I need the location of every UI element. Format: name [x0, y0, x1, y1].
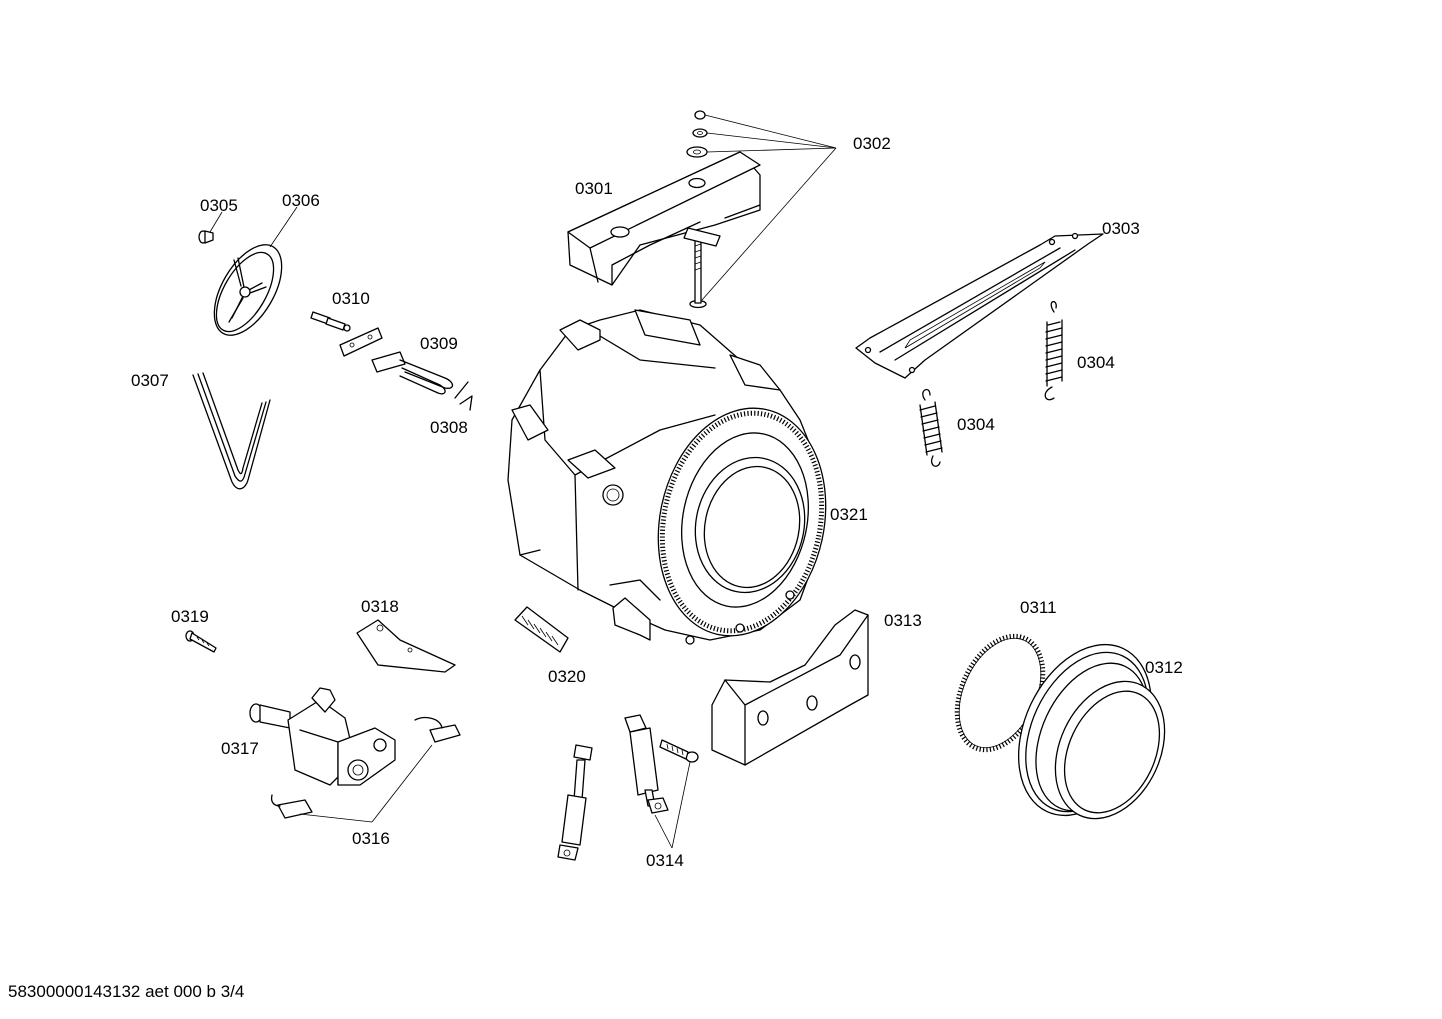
leader-lines-0316	[299, 744, 433, 823]
part-labels: 0301 0302 0303 0304 0304 0305 0306 0307 …	[131, 134, 1183, 870]
label-0308: 0308	[430, 418, 468, 437]
label-0318: 0318	[361, 597, 399, 616]
part-0321-tub-front-ring	[657, 407, 827, 645]
label-0316: 0316	[352, 829, 390, 848]
part-0309-heater-element	[371, 351, 454, 395]
label-0309: 0309	[420, 334, 458, 353]
label-0306: 0306	[282, 191, 320, 210]
leader-lines-0302	[701, 114, 837, 301]
part-0307-belt	[192, 372, 271, 490]
leader-lines-0305-0306	[209, 206, 298, 248]
label-0304-right: 0304	[1077, 353, 1115, 372]
label-0307: 0307	[131, 371, 169, 390]
part-0318-plate	[356, 619, 456, 673]
label-0304-left: 0304	[957, 415, 995, 434]
part-0312-door-seal	[1017, 643, 1166, 820]
label-0314: 0314	[646, 851, 684, 870]
part-0314-shock-left	[557, 744, 593, 861]
label-0311: 0311	[1020, 598, 1057, 617]
part-0316-connector-left	[270, 794, 313, 819]
part-0314-shock-right	[624, 714, 669, 814]
part-0314-screw	[659, 739, 699, 763]
part-0306-pulley	[213, 244, 283, 336]
part-0319-screw	[185, 630, 217, 653]
label-0302: 0302	[853, 134, 891, 153]
document-footer-code: 58300000143132 aet 000 b 3/4	[8, 982, 245, 1001]
label-0312: 0312	[1145, 658, 1183, 677]
label-0313: 0313	[884, 611, 922, 630]
label-0317: 0317	[221, 739, 259, 758]
part-0305-screw	[198, 230, 214, 244]
label-0301: 0301	[575, 179, 613, 198]
part-0304-spring-left	[919, 388, 943, 467]
part-0317-pump	[249, 687, 396, 786]
part-0313-front-weight	[711, 609, 869, 766]
part-0309-heater-bracket	[339, 327, 383, 357]
part-0308-clip	[454, 381, 473, 411]
part-0303-crossbar	[855, 232, 1104, 379]
label-0303: 0303	[1102, 219, 1140, 238]
part-0310-sensor	[310, 311, 351, 332]
label-0321: 0321	[830, 505, 868, 524]
part-0301-top-weight	[567, 151, 761, 286]
part-0304-spring-right	[1044, 301, 1063, 401]
label-0310: 0310	[332, 289, 370, 308]
label-0319: 0319	[171, 607, 209, 626]
part-0320-filter	[514, 606, 569, 653]
leader-lines-0314	[654, 761, 691, 849]
label-0320: 0320	[548, 667, 586, 686]
part-0316-connector-right	[414, 717, 461, 743]
label-0305: 0305	[200, 196, 238, 215]
